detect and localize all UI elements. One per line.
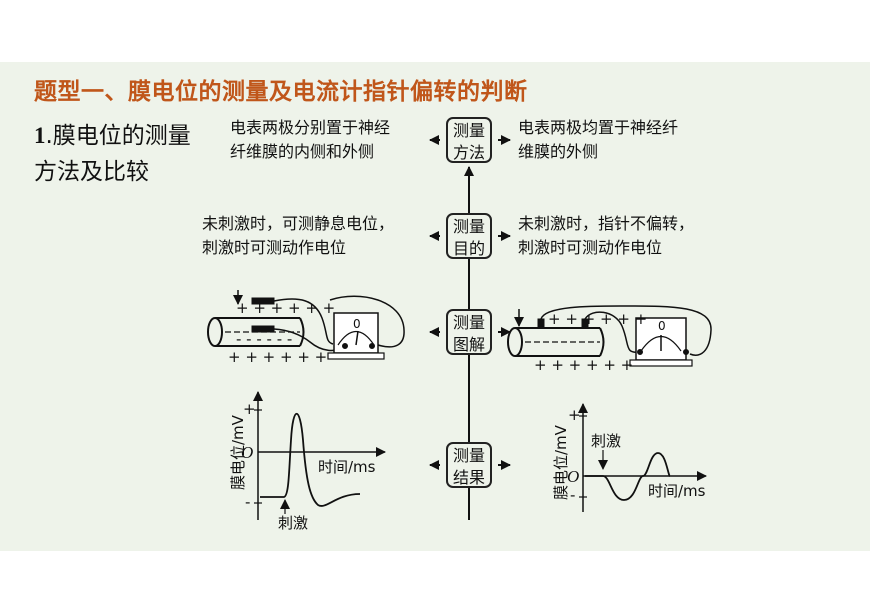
left-purpose-line1: 未刺激时，可测静息电位， <box>202 214 395 233</box>
box-diagram-line2: 图解 <box>452 335 485 354</box>
left-bottom-charges: + + + + + + <box>228 348 327 366</box>
left-graph-stimulus: 刺激 <box>278 514 308 532</box>
right-purpose-line1: 未刺激时，指针不偏转， <box>518 214 695 233</box>
right-graph <box>578 403 707 512</box>
left-graph-ylabel: 膜电位/mV <box>229 414 247 490</box>
box-purpose-line1: 测量 <box>452 217 485 236</box>
biphasic-curve <box>585 452 671 501</box>
left-graph-plus: + <box>243 400 256 418</box>
left-method-text: 电表两极分别置于神经 纤维膜的内侧和外侧 <box>230 116 390 164</box>
right-method-text: 电表两极均置于神经纤 维膜的外侧 <box>518 116 678 164</box>
section-heading-line1: .膜电位的测量 <box>45 123 191 149</box>
box-method-line2: 方法 <box>452 143 485 162</box>
left-outer-charges: + + + + + + <box>236 299 335 317</box>
box-result: 测量 结果 <box>446 442 492 488</box>
right-graph-ylabel: 膜电位/mV <box>552 424 570 500</box>
left-graph-xlabel: 时间/ms <box>318 458 376 476</box>
section-number: 1 <box>34 123 46 148</box>
horizontal-arrows <box>429 135 511 470</box>
box-diagram: 测量 图解 <box>446 309 492 355</box>
section-heading-line2: 方法及比较 <box>34 159 149 185</box>
right-meter-zero: 0 <box>658 319 666 333</box>
right-bottom-charges: + + + + + + <box>534 356 633 374</box>
right-graph-xlabel: 时间/ms <box>648 482 706 500</box>
box-purpose-line2: 目的 <box>452 239 485 258</box>
right-purpose-line2: 刺激时可测动作电位 <box>518 238 663 257</box>
page-title: 题型一、膜电位的测量及电流计指针偏转的判断 <box>34 79 528 105</box>
left-meter-zero: 0 <box>353 317 361 331</box>
action-potential-curve <box>260 413 361 507</box>
right-method-line1: 电表两极均置于神经纤 <box>518 118 679 137</box>
left-graph-minus: - <box>245 493 250 511</box>
left-graph-origin: O <box>241 443 253 462</box>
left-measurement-diagram <box>207 290 405 360</box>
right-purpose-text: 未刺激时，指针不偏转， 刺激时可测动作电位 <box>518 212 694 260</box>
box-method-line1: 测量 <box>452 121 485 140</box>
left-method-line1: 电表两极分别置于神经 <box>230 118 391 137</box>
left-graph <box>253 391 386 520</box>
right-method-line2: 维膜的外侧 <box>518 142 599 161</box>
box-result-line1: 测量 <box>452 446 485 465</box>
left-inner-charges: - - - - - - <box>236 330 292 348</box>
right-graph-plus: + <box>568 406 581 424</box>
right-outer-charges: + + + + + + <box>548 310 647 328</box>
box-diagram-line1: 测量 <box>452 313 485 332</box>
left-method-line2: 纤维膜的内侧和外侧 <box>230 142 375 161</box>
section-heading: 1.膜电位的测量 <box>34 116 191 150</box>
right-graph-minus: - <box>570 486 575 504</box>
left-purpose-text: 未刺激时，可测静息电位， 刺激时可测动作电位 <box>202 212 394 260</box>
right-graph-origin: O <box>567 467 579 486</box>
box-method: 测量 方法 <box>446 117 492 163</box>
right-measurement-diagram <box>507 305 712 367</box>
right-graph-stimulus: 刺激 <box>591 432 621 450</box>
left-purpose-line2: 刺激时可测动作电位 <box>202 238 347 257</box>
box-result-line2: 结果 <box>452 468 485 487</box>
box-purpose: 测量 目的 <box>446 213 492 259</box>
